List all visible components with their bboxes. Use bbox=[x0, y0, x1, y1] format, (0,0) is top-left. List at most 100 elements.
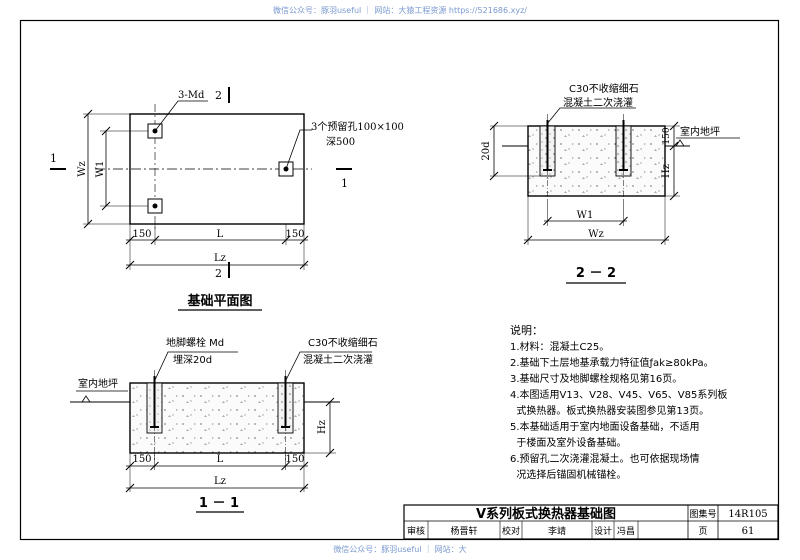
plan-dim-wz-tick-bottom bbox=[83, 219, 93, 229]
s11-dim-tick-3 bbox=[281, 461, 290, 471]
s22-dim-tick-3 bbox=[669, 121, 679, 131]
s22-dim-150: 150 bbox=[662, 127, 672, 144]
plan-dim-w1-tick-bottom bbox=[101, 201, 111, 211]
plan-bolt-bottom bbox=[152, 203, 158, 209]
s11-title: 1 － 1 bbox=[199, 496, 239, 511]
section-2-2: C30不收缩细石 混凝土二次浇灌 室内地坪 20d 150 Hz W1 bbox=[481, 82, 740, 284]
s22-concrete-label-2: 混凝土二次浇灌 bbox=[563, 96, 633, 109]
s22-title: 2 － 2 bbox=[576, 266, 616, 281]
sheet-border bbox=[19, 19, 780, 541]
page-label: 页 bbox=[698, 526, 707, 537]
plan-dim-w1: W1 bbox=[95, 161, 106, 178]
atlas-number: 14R105 bbox=[728, 509, 767, 520]
plan-dim-left: 150 bbox=[132, 229, 151, 240]
plan-dim-tick-1 bbox=[125, 235, 135, 245]
s11-dim-hz: Hz bbox=[317, 420, 328, 434]
note-line: 6.预留孔二次浇灌混凝土。也可依据现场情 bbox=[510, 452, 700, 465]
plan-bolt-leader bbox=[154, 100, 208, 132]
s11-dim-tick-r2 bbox=[325, 448, 335, 458]
plan-dim-right: 150 bbox=[285, 229, 304, 240]
review-name: 杨晋轩 bbox=[450, 525, 477, 537]
s22-dim-tick-7 bbox=[619, 216, 628, 226]
note-line: 5.本基础适用于室内地面设备基础，不适用 bbox=[510, 420, 700, 433]
note-line: 3.基础尺寸及地脚螺栓规格见第16页。 bbox=[510, 372, 682, 385]
s11-dim-tick-4 bbox=[299, 461, 309, 471]
s22-dim-tick-9 bbox=[660, 235, 670, 245]
s22-concrete-label-1: C30不收缩细石 bbox=[569, 82, 639, 95]
plan-section1-label-right: 1 bbox=[341, 177, 348, 190]
plan-bolt-label: 3-Md bbox=[178, 90, 205, 101]
s11-concrete-label-2: 混凝土二次浇灌 bbox=[303, 353, 373, 366]
plan-dim-tick-2 bbox=[150, 235, 160, 245]
s22-dim-hz: Hz bbox=[661, 164, 672, 178]
s22-dim-tick-4 bbox=[669, 141, 679, 151]
s11-bolt-label-1: 地脚螺栓 Md bbox=[166, 336, 224, 349]
s11-dim-tick-5 bbox=[125, 483, 135, 493]
drawing-title: V系列板式换热器基础图 bbox=[476, 506, 616, 522]
watermark-bottom: 微信公众号：豚羽useful ｜ 网站：大 bbox=[333, 544, 466, 554]
s11-floor-label: 室内地坪 bbox=[78, 377, 118, 390]
note-line: 1.材料：混凝土C25。 bbox=[510, 340, 609, 353]
design-name: 冯昌 bbox=[617, 526, 635, 537]
check-label: 校对 bbox=[502, 525, 520, 537]
note-line: 况选择后锚固机械锚栓。 bbox=[510, 468, 626, 481]
page-number: 61 bbox=[742, 526, 755, 537]
plan-hole-label-1: 3个预留孔100×100 bbox=[311, 120, 404, 133]
s22-floor-label: 室内地坪 bbox=[680, 125, 720, 138]
plan-section1-label-left: 1 bbox=[50, 152, 57, 165]
note-line: 式换热器。板式换热器安装图参见第13页。 bbox=[510, 404, 709, 417]
plan-view: 3-Md 2 2 1 1 3个预留孔100×100 深500 W1 Wz bbox=[50, 87, 404, 311]
notes-block: 说明： 1.材料：混凝土C25。 2.基础下土层地基承载力特征值ƒak≥80kP… bbox=[510, 323, 727, 481]
s11-dim-tick-6 bbox=[299, 483, 309, 493]
plan-dim-wz: Wz bbox=[77, 161, 88, 177]
s22-dim-tick-2 bbox=[489, 171, 499, 181]
plan-dim-tick-4 bbox=[299, 235, 309, 245]
s11-dim-left: 150 bbox=[132, 454, 151, 465]
plan-dim-w1-tick-top bbox=[101, 126, 111, 136]
s11-dim-tick-1 bbox=[125, 461, 135, 471]
plan-hole-label-2: 深500 bbox=[326, 136, 355, 148]
plan-section2-label-bottom: 2 bbox=[215, 267, 222, 280]
check-name: 李靖 bbox=[548, 525, 566, 537]
review-label: 审核 bbox=[407, 525, 425, 537]
section-1-1: 地脚螺栓 Md 埋深20d C30不收缩细石 混凝土二次浇灌 室内地坪 Hz 1… bbox=[70, 336, 378, 513]
plan-dim-mid: L bbox=[217, 229, 224, 240]
s22-dim-w1: W1 bbox=[577, 210, 594, 221]
s22-dim-tick-1 bbox=[489, 121, 499, 131]
s22-dim-tick-6 bbox=[543, 216, 552, 226]
s22-concrete-leader bbox=[546, 107, 636, 125]
design-label: 设计 bbox=[594, 525, 612, 537]
s22-dim-20d: 20d bbox=[481, 141, 492, 161]
plan-dim-wz-tick-top bbox=[83, 109, 93, 119]
s22-dim-tick-5 bbox=[669, 191, 679, 201]
s22-floor-symbol bbox=[675, 139, 685, 147]
plan-dim-tick-3 bbox=[281, 235, 291, 245]
title-block-frame bbox=[403, 504, 779, 540]
s11-dim-total: Lz bbox=[214, 476, 226, 487]
s11-dim-tick-r1 bbox=[325, 397, 335, 407]
s22-dim-tick-8 bbox=[523, 235, 533, 245]
s11-dim-tick-2 bbox=[150, 461, 159, 471]
plan-dim-tick-5 bbox=[125, 260, 135, 270]
s22-dim-wz: Wz bbox=[588, 229, 604, 240]
s11-dim-mid: L bbox=[217, 454, 224, 465]
plan-section2-label-top: 2 bbox=[215, 89, 222, 102]
s11-dim-right: 150 bbox=[285, 454, 304, 465]
plan-title: 基础平面图 bbox=[186, 293, 252, 309]
note-line: 于楼面及室外设备基础。 bbox=[510, 436, 626, 449]
plan-dim-tick-6 bbox=[299, 260, 309, 270]
notes-heading: 说明： bbox=[510, 323, 543, 337]
note-line: 4.本图适用V13、V28、V45、V65、V85系列板 bbox=[510, 388, 727, 401]
s11-concrete-leader bbox=[285, 351, 372, 381]
note-line: 2.基础下土层地基承载力特征值ƒak≥80kPa。 bbox=[510, 356, 714, 369]
s11-concrete-label-1: C30不收缩细石 bbox=[308, 336, 378, 349]
plan-hole-leader bbox=[285, 129, 312, 170]
watermark-top: 微信公众号：豚羽useful ｜ 网站：大猿工程资源 https://52168… bbox=[273, 5, 527, 15]
title-block: V系列板式换热器基础图 图集号 14R105 审核 杨晋轩 校对 李靖 设计 冯… bbox=[403, 504, 779, 540]
s11-bolt-label-2: 埋深20d bbox=[173, 354, 212, 366]
s11-bolt-leader bbox=[154, 351, 238, 381]
plan-dim-total: Lz bbox=[214, 253, 226, 264]
s11-floor-symbol bbox=[81, 395, 91, 403]
